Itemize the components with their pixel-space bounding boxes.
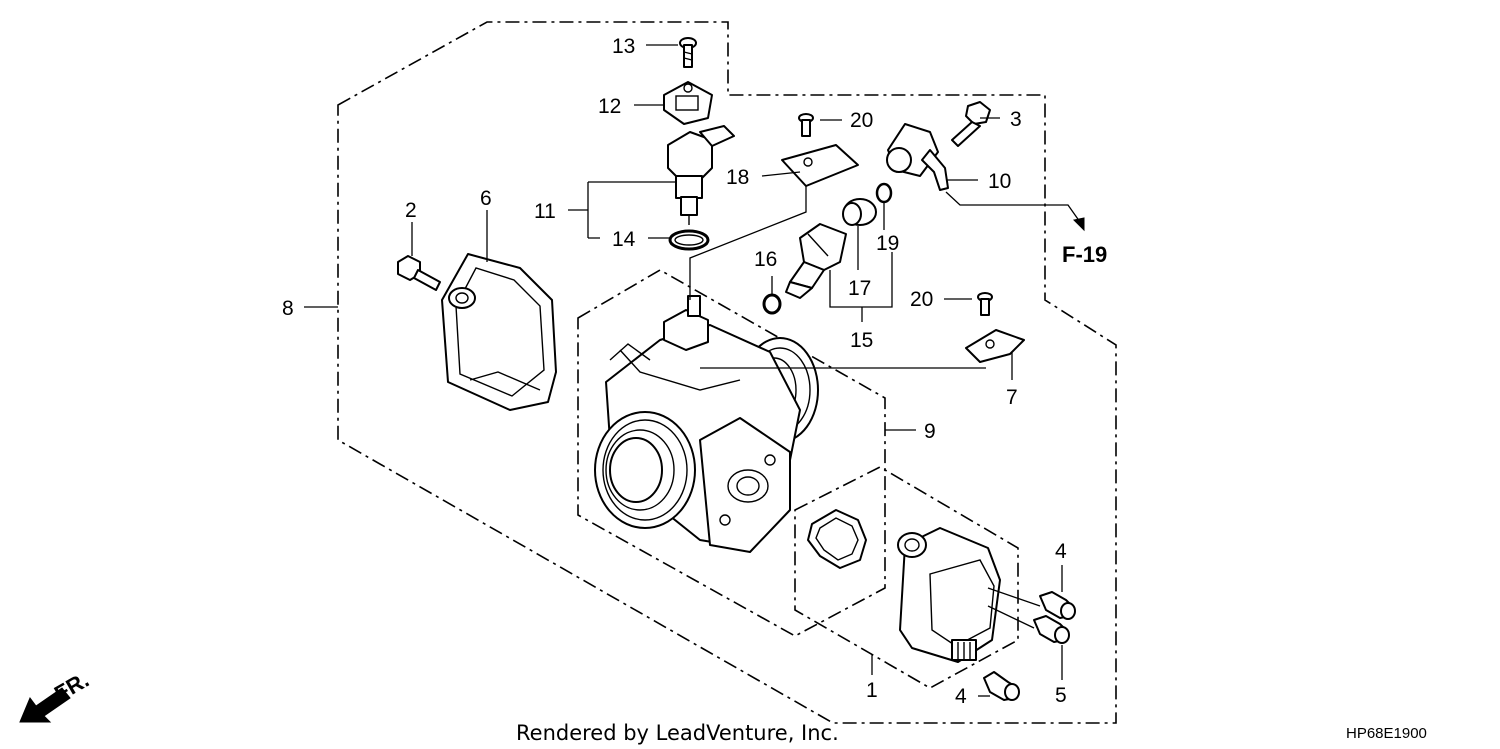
screw-13-icon — [679, 37, 697, 68]
throttle-body-9-icon — [594, 295, 819, 553]
fuel-injector-15-icon — [785, 223, 847, 299]
screw-4-lower-icon — [983, 671, 1020, 701]
callout-20-upper: 20 — [850, 109, 873, 132]
screw-20-lower-icon — [977, 292, 993, 316]
cushion-ring-17-icon — [842, 198, 877, 226]
o-ring-19-icon — [875, 182, 893, 204]
front-direction-arrow-icon — [19, 687, 71, 723]
callout-3: 3 — [1010, 108, 1022, 131]
leader-lines — [304, 44, 1085, 697]
seal-ring-16-icon — [762, 293, 782, 315]
callout-11: 11 — [534, 200, 556, 223]
bolt-3-icon — [951, 101, 991, 147]
callout-9: 9 — [924, 420, 936, 443]
callout-10: 10 — [988, 170, 1011, 193]
callout-18: 18 — [726, 166, 749, 189]
callout-6: 6 — [480, 187, 492, 210]
diagram-code: HP68E1900 — [1346, 725, 1427, 742]
gasket-icon — [807, 509, 867, 569]
cover-6-icon — [441, 253, 557, 411]
callout-12: 12 — [598, 95, 621, 118]
callout-20-lower: 20 — [910, 288, 933, 311]
footer-credit: Rendered by LeadVenture, Inc. — [516, 721, 839, 745]
sensor-11-icon — [667, 125, 735, 225]
throttle-sensor-1-icon — [897, 527, 1001, 663]
assembly-boundary-8 — [337, 21, 1117, 724]
callout-4-lower: 4 — [955, 685, 967, 708]
screw-5-icon — [1033, 615, 1070, 644]
callout-19: 19 — [876, 232, 899, 255]
bracket-7-icon — [965, 329, 1025, 363]
hose-joint-10-icon — [886, 123, 949, 191]
o-ring-14-icon — [668, 229, 710, 251]
callout-8: 8 — [282, 297, 294, 320]
callout-14: 14 — [612, 228, 636, 251]
callout-15: 15 — [850, 329, 873, 352]
callout-13: 13 — [612, 35, 635, 58]
callout-2: 2 — [405, 199, 417, 222]
reference-label: F-19 — [1062, 242, 1107, 267]
screw-20-upper-icon — [798, 113, 814, 137]
callout-17: 17 — [848, 277, 871, 300]
callout-16: 16 — [754, 248, 777, 271]
sensor-cover-12-icon — [663, 81, 713, 125]
callout-4-upper: 4 — [1055, 540, 1067, 563]
bolt-2-icon — [397, 255, 441, 291]
assembly-boundary-9 — [577, 269, 886, 637]
callout-1: 1 — [866, 679, 878, 702]
bracket-18-icon — [781, 144, 859, 187]
callout-5: 5 — [1055, 684, 1067, 707]
callout-7: 7 — [1006, 386, 1018, 409]
screw-4-upper-icon — [1039, 591, 1076, 620]
assembly-boundary-1 — [794, 466, 1019, 689]
